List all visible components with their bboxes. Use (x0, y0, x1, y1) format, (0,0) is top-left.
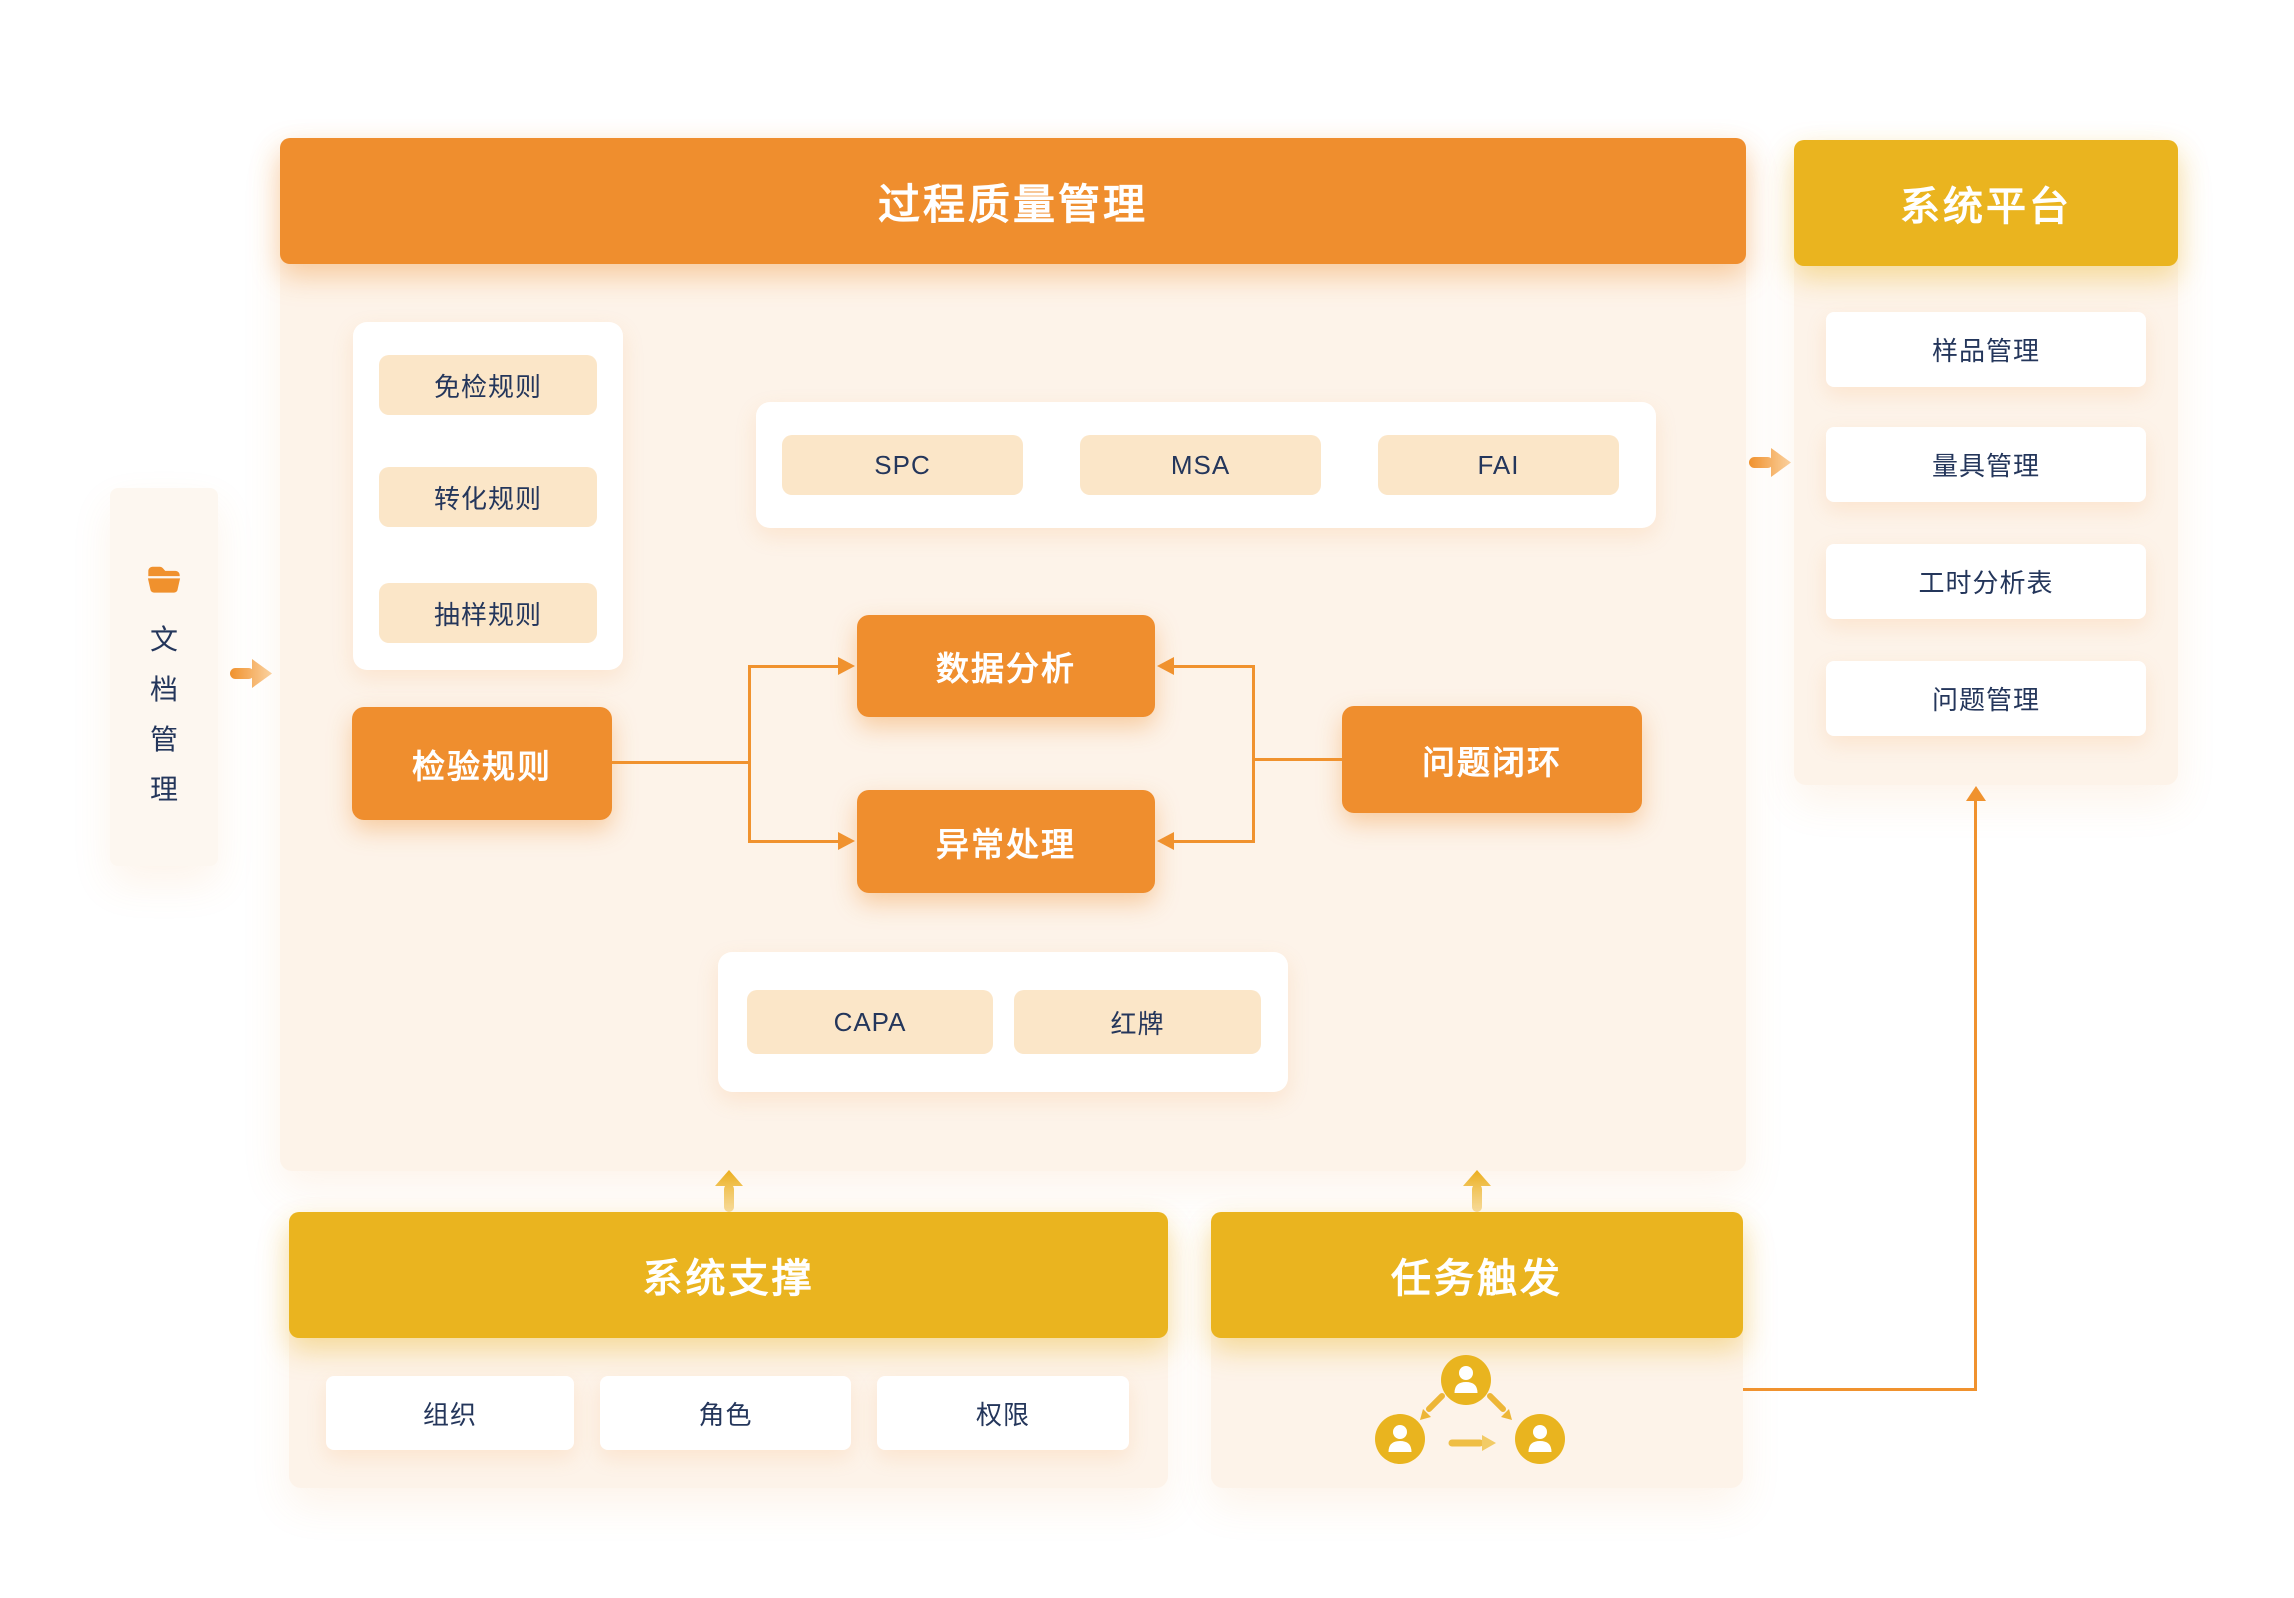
platform-item-sample: 样品管理 (1826, 312, 2146, 387)
rule-chip-conversion: 转化规则 (379, 467, 597, 527)
capa-card: CAPA 红牌 (718, 952, 1288, 1092)
doc-char: 管 (149, 724, 178, 755)
arrowhead-right-icon (838, 657, 855, 675)
platform-item-gauge: 量具管理 (1826, 427, 2146, 502)
system-platform-panel: 系统平台 样品管理 量具管理 工时分析表 问题管理 (1794, 140, 2178, 785)
system-platform-banner: 系统平台 (1794, 140, 2178, 266)
platform-item-issue: 问题管理 (1826, 661, 2146, 736)
folder-icon (146, 564, 182, 599)
person-icon (1375, 1414, 1425, 1464)
connector-left-top-branch (750, 665, 840, 668)
system-support-title: 系统支撑 (642, 1257, 815, 1301)
doc-char: 档 (149, 674, 178, 705)
document-panel-content: 文 档 管 理 (110, 488, 218, 866)
connector-right-vertical (1252, 665, 1255, 843)
system-platform-title: 系统平台 (1900, 185, 2072, 229)
doc-to-main-arrow-icon (230, 657, 272, 695)
handoff-arrow (1448, 1435, 1496, 1451)
support-item-permission: 权限 (877, 1376, 1129, 1450)
arrowhead-left-icon (1157, 832, 1174, 850)
flow-box-data-analysis: 数据分析 (857, 615, 1155, 717)
action-chip-red-card: 红牌 (1014, 990, 1261, 1054)
connector-left-vertical (748, 665, 751, 843)
connector-left-bottom-branch (750, 840, 840, 843)
tool-chip-msa: MSA (1080, 435, 1321, 495)
tool-chip-spc: SPC (782, 435, 1023, 495)
doc-char: 理 (149, 774, 178, 805)
support-item-role: 角色 (600, 1376, 851, 1450)
connector-right-top-branch (1174, 665, 1254, 668)
person-icon (1515, 1414, 1565, 1464)
document-panel-label: 文 档 管 理 (150, 615, 178, 815)
person-icon (1441, 1355, 1491, 1405)
arrowhead-up-icon (1966, 786, 1986, 801)
task-trigger-banner: 任务触发 (1211, 1212, 1743, 1338)
people-workflow-graphic (1356, 1346, 1576, 1476)
connector-trigger-horizontal (1743, 1388, 1977, 1391)
system-support-panel: 系统支撑 组织 角色 权限 (289, 1212, 1168, 1488)
support-up-arrow-icon (714, 1170, 744, 1217)
platform-item-workhour: 工时分析表 (1826, 544, 2146, 619)
connector-inspection-stub (612, 761, 750, 764)
process-quality-title: 过程质量管理 (877, 180, 1148, 228)
action-chip-capa: CAPA (747, 990, 993, 1054)
flow-box-inspection-rule: 检验规则 (352, 707, 612, 820)
flow-box-issue-loop: 问题闭环 (1342, 706, 1642, 813)
connector-trigger-vertical (1974, 800, 1977, 1391)
tools-card: SPC MSA FAI (756, 402, 1656, 528)
arrowhead-left-icon (1157, 657, 1174, 675)
arrowhead-right-icon (838, 832, 855, 850)
connector-right-bottom-branch (1174, 840, 1254, 843)
system-support-banner: 系统支撑 (289, 1212, 1168, 1338)
doc-char: 文 (149, 624, 178, 655)
trigger-up-arrow-icon (1462, 1170, 1492, 1217)
support-item-organization: 组织 (326, 1376, 574, 1450)
rule-chip-exemption: 免检规则 (379, 355, 597, 415)
rules-card: 免检规则 转化规则 抽样规则 (353, 322, 623, 670)
document-management-panel: 文 档 管 理 (110, 488, 218, 866)
tool-chip-fai: FAI (1378, 435, 1619, 495)
task-trigger-panel: 任务触发 (1211, 1212, 1743, 1488)
delegation-arrows (1426, 1393, 1506, 1412)
task-trigger-title: 任务触发 (1391, 1257, 1563, 1301)
connector-loop-stub (1254, 758, 1342, 761)
main-to-platform-arrow-icon (1749, 446, 1791, 484)
flow-box-exception-handling: 异常处理 (857, 790, 1155, 893)
rule-chip-sampling: 抽样规则 (379, 583, 597, 643)
process-quality-banner: 过程质量管理 (280, 138, 1746, 264)
